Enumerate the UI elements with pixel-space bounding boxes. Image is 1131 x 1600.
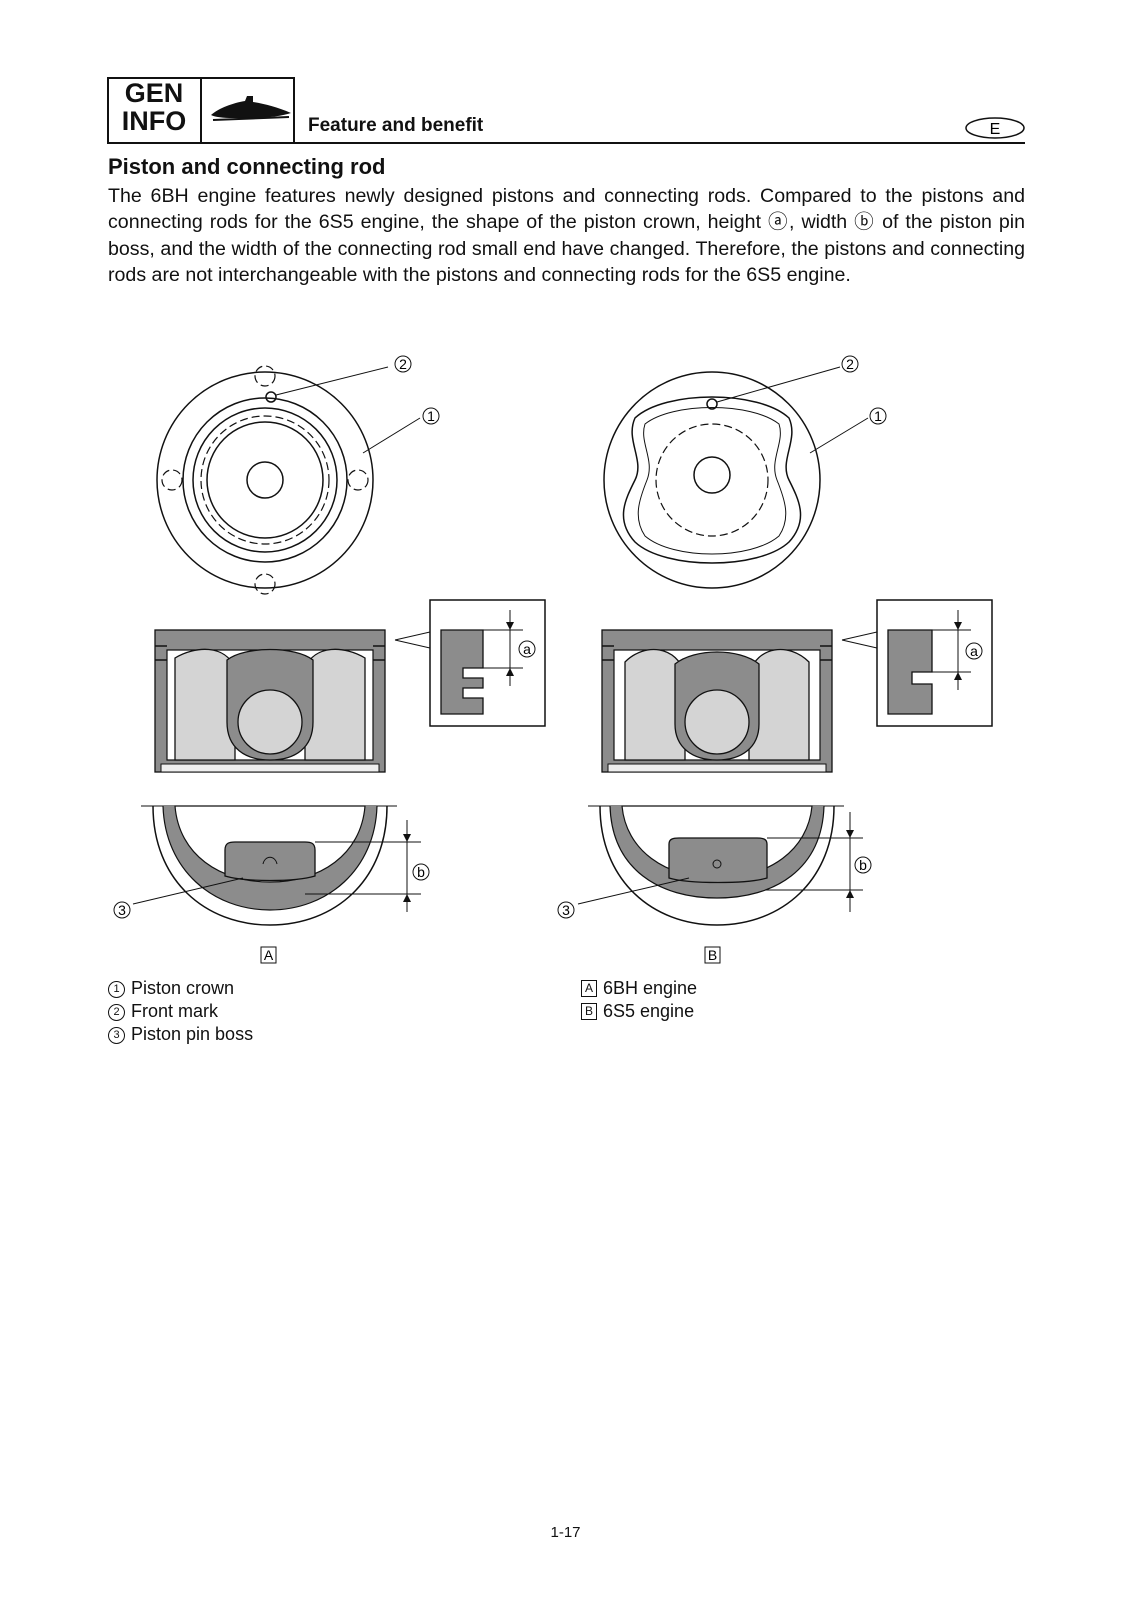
page-number: 1-17 [550, 1524, 581, 1541]
piston-b-top-view [603, 366, 869, 589]
callout-1-a: 1 [422, 407, 440, 425]
svg-text:1: 1 [427, 408, 435, 424]
svg-text:3: 3 [118, 902, 126, 918]
svg-text:B: B [708, 947, 717, 963]
language-badge: E [965, 117, 1025, 139]
jet-ski-icon [211, 96, 291, 121]
svg-text:E: E [990, 121, 1001, 138]
svg-text:b: b [417, 864, 425, 880]
body-paragraph: The 6BH engine features newly designed p… [108, 185, 1025, 287]
svg-text:2: 2 [846, 356, 854, 372]
callout-3-left: 3 [113, 901, 131, 919]
piston-b-side-section [601, 629, 833, 773]
piston-a-bottom-view [132, 805, 421, 926]
page-title: Piston and connecting rod [108, 154, 386, 179]
panel-key-b: B [704, 946, 721, 964]
svg-text:2: 2 [399, 356, 407, 372]
callout-a-right: a [965, 642, 983, 660]
svg-text:A: A [264, 947, 274, 963]
section-label: Feature and benefit [308, 115, 484, 136]
callout-a-left: a [518, 640, 536, 658]
detail-b-inset [841, 599, 993, 727]
piston-comparison-figure: .ln { fill:none; stroke:#111; stroke-wid… [113, 355, 993, 964]
piston-a-side-section [154, 629, 386, 773]
svg-text:a: a [523, 641, 531, 657]
callout-1-b: 1 [869, 407, 887, 425]
svg-text:a: a [970, 643, 978, 659]
panel-key-a: A [260, 946, 277, 964]
piston-b-bottom-view [577, 805, 863, 926]
callout-b-left: b [412, 863, 430, 881]
svg-text:1: 1 [874, 408, 882, 424]
gen-info-label: GEN INFO [121, 78, 187, 136]
callout-2-b: 2 [841, 355, 859, 373]
header-rule [107, 142, 1025, 144]
callout-2-a: 2 [394, 355, 412, 373]
svg-text:3: 3 [562, 902, 570, 918]
piston-a-top-view [156, 365, 421, 595]
callout-b-right: b [854, 856, 872, 874]
svg-text:b: b [859, 857, 867, 873]
detail-a-inset [394, 599, 546, 727]
callout-3-right: 3 [557, 901, 575, 919]
